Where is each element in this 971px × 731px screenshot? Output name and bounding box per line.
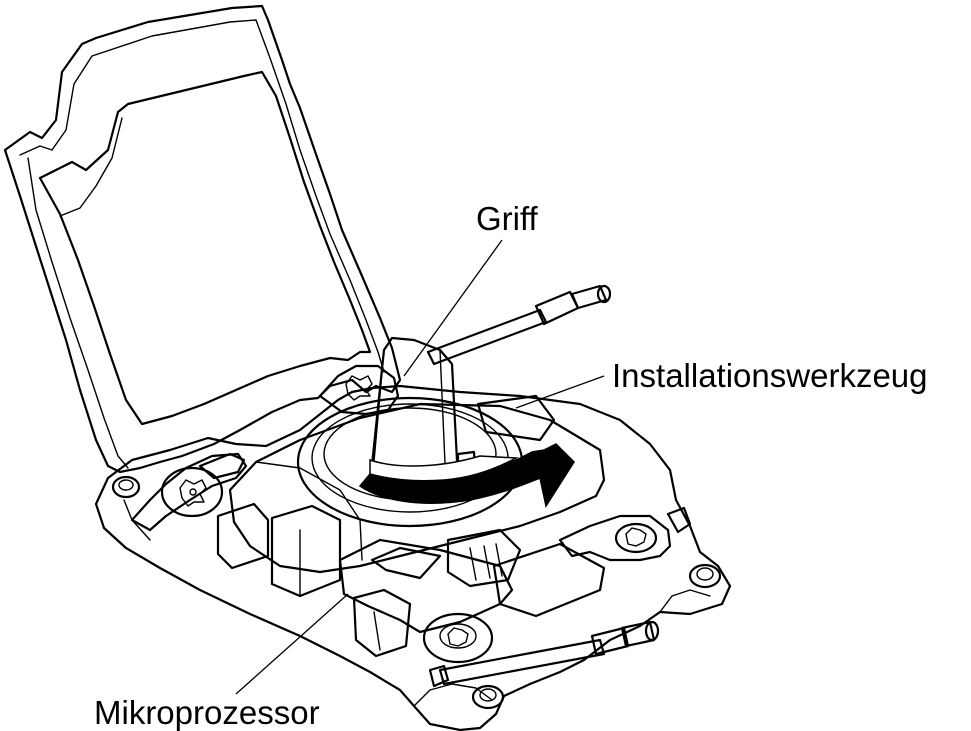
label-microprocessor: Mikroprozessor	[94, 694, 320, 731]
tool-front-left-block	[216, 502, 342, 598]
screw-plate-right	[558, 506, 692, 562]
callout-leader-handle	[403, 239, 503, 377]
torx-screw-icon	[625, 527, 647, 547]
torx-screw-icon	[179, 479, 207, 507]
socket-cover-window	[38, 70, 372, 426]
socket-cover-frame	[3, 4, 402, 474]
microprocessor-body	[338, 538, 514, 658]
socket-base-plate	[94, 384, 732, 731]
tool-right-latch	[446, 528, 606, 618]
installation-tool-body	[228, 394, 606, 574]
mounting-hole-right	[688, 563, 722, 589]
screw-plate-left	[160, 466, 224, 518]
label-handle: Griff	[476, 200, 539, 237]
label-installation-tool: Installationswerkzeug	[612, 357, 928, 394]
lever-rod-bottom	[428, 620, 660, 688]
torx-screw-icon	[447, 627, 469, 647]
screw-plate-bottom	[422, 612, 494, 664]
mounting-hole-bottom	[471, 684, 505, 710]
callout-leader-microprocessor	[235, 593, 349, 695]
curved-rotation-arrow-icon	[358, 443, 575, 508]
lever-left	[130, 452, 248, 532]
torx-screw-icon	[345, 375, 373, 401]
lever-rod-top	[426, 284, 612, 366]
callout-leader-installation-tool	[515, 375, 605, 409]
mounting-hole-left	[111, 475, 141, 499]
